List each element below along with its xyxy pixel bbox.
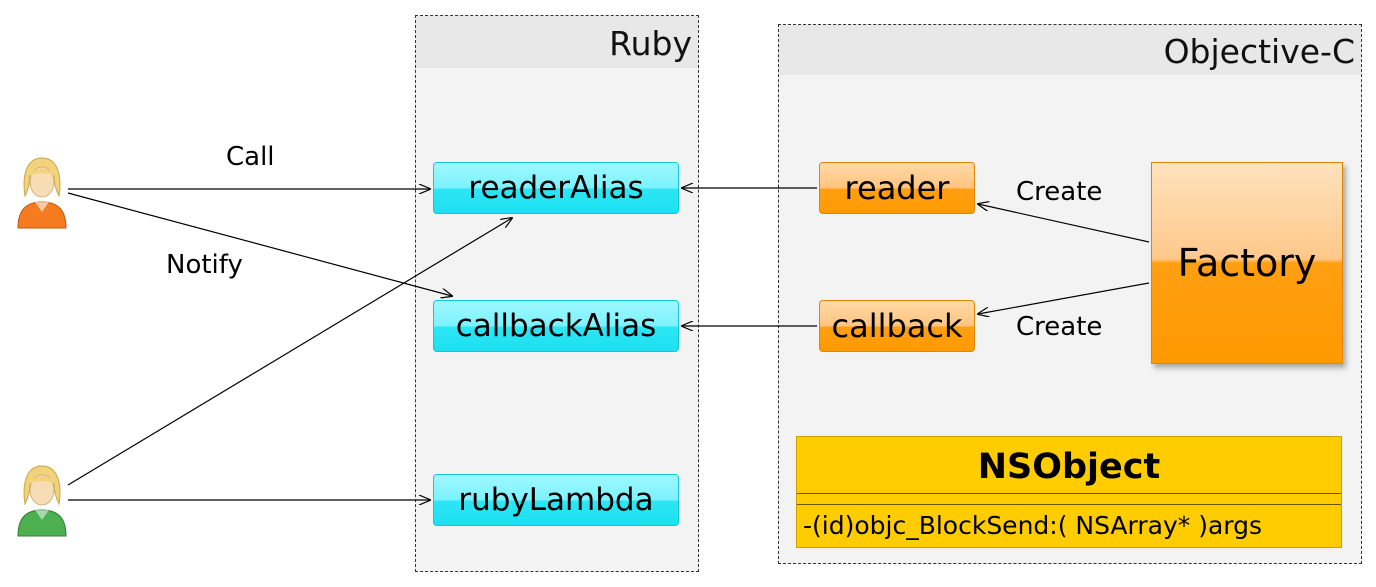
class-box-nsobject[interactable]: NSObject -(id)objc_BlockSend:( NSArray* … <box>796 436 1342 548</box>
class-method: -(id)objc_BlockSend:( NSArray* )args <box>803 511 1263 540</box>
objective-c-frame-title: Objective-C <box>779 25 1361 75</box>
node-factory[interactable]: Factory <box>1151 162 1343 364</box>
node-reader[interactable]: reader <box>819 162 975 214</box>
class-separator <box>797 493 1341 494</box>
edge-label-call: Call <box>226 142 275 172</box>
node-rubyLambda[interactable]: rubyLambda <box>433 474 679 526</box>
user-green-icon[interactable] <box>12 460 72 538</box>
node-callbackAlias[interactable]: callbackAlias <box>433 300 679 352</box>
class-name: NSObject <box>977 447 1161 487</box>
ruby-frame-title: Ruby <box>416 16 698 68</box>
edge-notify <box>67 192 452 296</box>
class-separator <box>797 504 1341 505</box>
edge-label-create-reader: Create <box>1016 177 1103 207</box>
node-readerAlias[interactable]: readerAlias <box>433 162 679 214</box>
edge-label-notify: Notify <box>166 250 243 280</box>
node-callback[interactable]: callback <box>819 300 975 352</box>
edge-label-create-callback: Create <box>1016 312 1103 342</box>
user-orange-icon[interactable] <box>12 152 72 230</box>
